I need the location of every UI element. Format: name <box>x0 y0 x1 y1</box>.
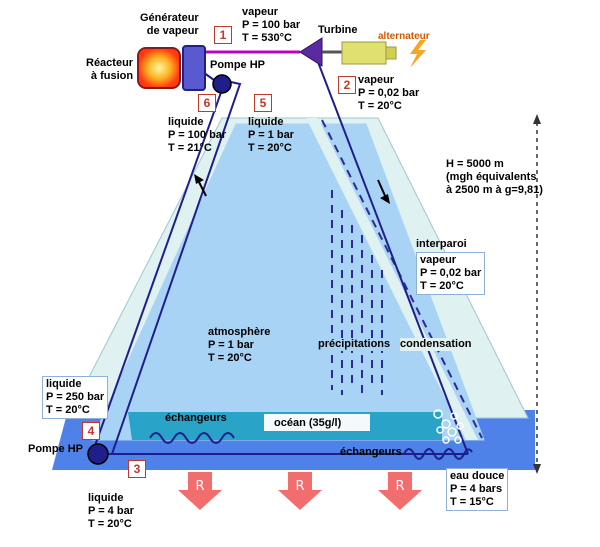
interparoi-dashed-line <box>321 119 483 439</box>
turbine-label: Turbine <box>318 24 358 36</box>
pipe-right-descending <box>317 61 469 455</box>
liquide4-line1: liquide <box>46 378 82 390</box>
alternator-end <box>385 46 397 60</box>
liquide3-line3: T = 20°C <box>88 518 132 530</box>
precipitations-label: précipitations <box>318 338 391 351</box>
lightning-icon <box>410 40 426 68</box>
echangeurs-left-label: échangeurs <box>165 412 227 424</box>
liquide5-line3: T = 20°C <box>248 142 292 154</box>
svg-text:R: R <box>395 479 404 494</box>
liquide6-line1: liquide <box>168 116 204 128</box>
eau-douce-line3: T = 15°C <box>450 496 494 508</box>
interparoi-line2: P = 0,02 bar <box>420 267 482 279</box>
liquide5-label: liquide P = 1 bar T = 20°C <box>248 116 294 155</box>
interparoi-wall <box>306 118 478 440</box>
reacteur-line2: à fusion <box>90 70 134 82</box>
inner-cone <box>91 123 485 441</box>
alternateur-label: alternateur <box>378 31 430 42</box>
liquide6-line2: P = 100 bar <box>168 129 227 141</box>
heat-arrow-1: R <box>178 472 222 510</box>
marker-5: 5 <box>254 94 272 112</box>
generateur-line1: Générateur <box>140 12 199 24</box>
exchanger-coil-right <box>403 448 473 460</box>
pompe-hp-bottom-label: Pompe HP <box>28 443 84 455</box>
echangeurs-right-label: échangeurs <box>340 446 402 458</box>
liquide5-line2: P = 1 bar <box>248 129 294 141</box>
reactor-icon <box>137 47 181 89</box>
liquide3-label: liquide P = 4 bar T = 20°C <box>88 492 134 531</box>
alternator-icon <box>341 41 387 65</box>
heat-arrow-2: R <box>278 472 322 510</box>
vapeur1-label: vapeur P = 100 bar T = 530°C <box>242 6 300 45</box>
eau-douce-line2: P = 4 bars <box>450 483 503 495</box>
generateur-line2: de vapeur <box>146 25 199 37</box>
marker-2: 2 <box>338 76 356 94</box>
heat-arrow-3: R <box>378 472 422 510</box>
reacteur-line1: Réacteur <box>86 57 134 69</box>
ocean-label: océan (35g/l) <box>274 417 342 429</box>
interparoi-line3: T = 20°C <box>420 280 464 292</box>
vapeur2-line2: P = 0,02 bar <box>358 87 420 99</box>
exchanger-coil-left <box>149 432 235 444</box>
liquide5-line1: liquide <box>248 116 284 128</box>
vapeur1-line1: vapeur <box>242 6 279 18</box>
ocean-label-bg <box>264 414 370 431</box>
flow-arrow-up <box>194 174 207 197</box>
turbine-icon <box>299 37 323 67</box>
pipe-left-ascending <box>91 83 225 455</box>
interparoi-label: interparoi <box>416 238 467 250</box>
atmosphere-line3: T = 20°C <box>208 352 252 364</box>
liquide3-line1: liquide <box>88 492 124 504</box>
interparoi-line1: vapeur <box>420 254 457 266</box>
height-label: H = 5000 m (mgh équivalents à 2500 m à g… <box>446 158 543 197</box>
vapeur2-line3: T = 20°C <box>358 100 402 112</box>
marker-6: 6 <box>198 94 216 112</box>
marker-3: 3 <box>128 460 146 478</box>
precipitation-lines <box>331 190 383 395</box>
atmosphere-label: atmosphère P = 1 bar T = 20°C <box>208 326 270 365</box>
atmosphere-line1: atmosphère <box>208 326 271 338</box>
svg-text:R: R <box>195 479 204 494</box>
pump-hp-top-icon <box>212 74 232 94</box>
liquide4-line3: T = 20°C <box>46 404 90 416</box>
vapeur1-line2: P = 100 bar <box>242 19 301 31</box>
vapeur2-line1: vapeur <box>358 74 395 86</box>
pump-hp-bottom-icon <box>87 443 109 465</box>
height-line2: (mgh équivalents <box>446 171 537 183</box>
steam-generator-icon <box>182 45 206 91</box>
vapeur1-line3: T = 530°C <box>242 32 292 44</box>
eau-douce-label: eau douce P = 4 bars T = 15°C <box>446 468 509 511</box>
svg-text:R: R <box>295 479 304 494</box>
liquide4-label: liquide P = 250 bar T = 20°C <box>42 376 109 419</box>
flow-arrow-down <box>377 179 390 204</box>
height-line1: H = 5000 m <box>446 158 504 170</box>
marker-4: 4 <box>82 422 100 440</box>
liquide3-line2: P = 4 bar <box>88 505 134 517</box>
vapeur2-label: vapeur P = 0,02 bar T = 20°C <box>358 74 419 113</box>
height-arrow-top <box>533 114 541 124</box>
marker-1: 1 <box>214 26 232 44</box>
height-line3: à 2500 m à g=9,81) <box>446 184 543 196</box>
interparoi-box: vapeur P = 0,02 bar T = 20°C <box>416 252 486 295</box>
liquide4-line2: P = 250 bar <box>46 391 105 403</box>
generateur-label: Générateur de vapeur <box>140 12 199 38</box>
bubbles <box>433 409 464 444</box>
liquide6-line3: T = 21°C <box>168 142 212 154</box>
condensation-label: condensation <box>400 338 472 351</box>
atmosphere-line2: P = 1 bar <box>208 339 254 351</box>
eau-douce-line1: eau douce <box>450 470 505 482</box>
reacteur-label: Réacteur à fusion <box>86 57 133 83</box>
height-arrow-bottom <box>533 464 541 474</box>
liquide6-label: liquide P = 100 bar T = 21°C <box>168 116 226 155</box>
pompe-hp-top-label: Pompe HP <box>210 59 266 71</box>
